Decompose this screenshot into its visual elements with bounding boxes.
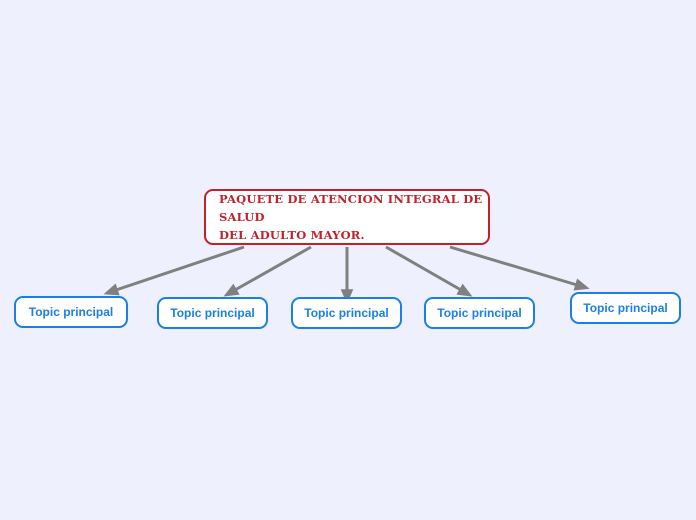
child-node-4-label: Topic principal	[437, 306, 522, 320]
child-node-5[interactable]: Topic principal	[570, 292, 681, 324]
connector-root-to-child-1	[103, 245, 245, 296]
child-node-2-label: Topic principal	[170, 306, 255, 320]
root-node[interactable]: PAQUETE DE ATENCION INTEGRAL DE SALUD DE…	[204, 189, 490, 245]
root-node-label: PAQUETE DE ATENCION INTEGRAL DE SALUD DE…	[219, 192, 483, 242]
child-node-2[interactable]: Topic principal	[157, 297, 268, 329]
child-node-4[interactable]: Topic principal	[424, 297, 535, 329]
connector-root-to-child-5	[449, 245, 590, 291]
child-node-1-label: Topic principal	[28, 305, 114, 319]
connector-root-to-child-4	[385, 245, 473, 297]
child-node-5-label: Topic principal	[583, 301, 668, 315]
child-node-3-label: Topic principal	[304, 306, 389, 320]
child-node-1[interactable]: Topic principal	[14, 296, 128, 328]
child-node-3[interactable]: Topic principal	[291, 297, 402, 329]
connector-root-to-child-2	[223, 245, 312, 297]
